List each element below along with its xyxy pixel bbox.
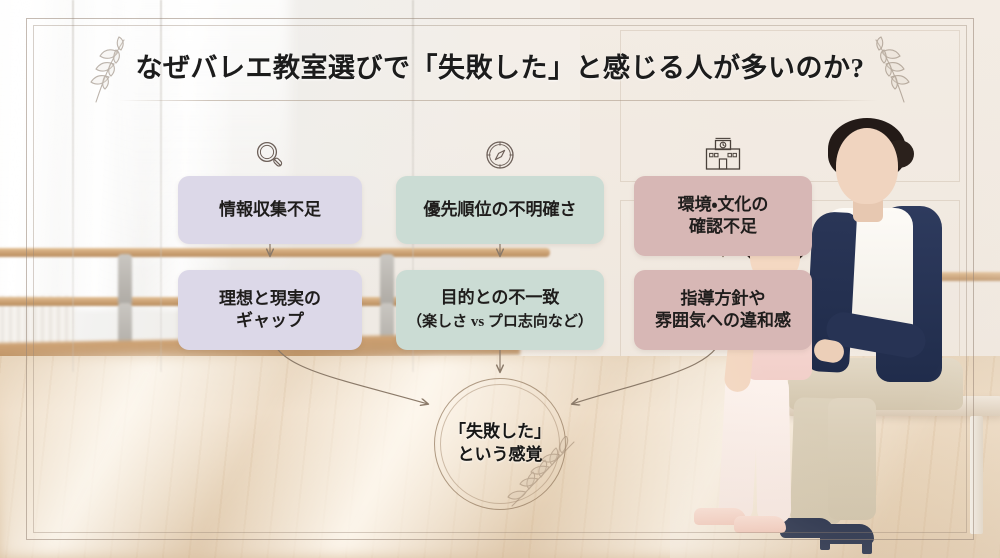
olive-branch-icon <box>875 36 910 103</box>
compass-icon <box>396 128 604 172</box>
mother-leg <box>828 398 876 520</box>
result-text: 「失敗した」 という感覚 <box>434 378 566 510</box>
node-consequence-2-line1: 目的との不一致 <box>440 288 560 308</box>
spacer <box>396 244 604 270</box>
title-container: なぜバレエ教室選びで「失敗した」と感じる人が多いのか? <box>0 46 1000 85</box>
barre-bracket <box>118 254 132 306</box>
node-consequence-2-line2: （楽しさ vs プロ志向など） <box>407 313 593 330</box>
node-consequence-3-line2: 雰囲気への違和感 <box>655 311 791 330</box>
girl-ballet-slipper <box>734 516 786 533</box>
barre-bracket <box>380 254 394 306</box>
magnifier-icon <box>178 128 362 172</box>
ballet-barre-upper <box>0 248 550 257</box>
mirror-seam <box>160 0 162 372</box>
page-title: なぜバレエ教室選びで「失敗した」と感じる人が多いのか? <box>135 53 865 83</box>
node-cause-1: 情報収集不足 <box>178 176 362 244</box>
mother-shoe-heel <box>862 538 872 554</box>
title-underline <box>118 100 878 101</box>
node-consequence-3-line1: 指導方針や <box>680 288 766 308</box>
girl-ballet-slipper <box>694 508 746 525</box>
chart-column-1: 情報収集不足 理想と現実の ギャップ <box>178 128 362 350</box>
node-consequence-1: 理想と現実の ギャップ <box>178 270 362 350</box>
node-cause-2-label: 優先順位の不明確さ <box>423 199 577 219</box>
result-line2: という感覚 <box>457 445 543 464</box>
node-cause-3-line2: 確認不足 <box>689 217 757 236</box>
node-cause-3-line1: 環境・文化の <box>677 194 769 214</box>
node-consequence-1-line1: 理想と現実の <box>219 288 321 308</box>
node-cause-1-label: 情報収集不足 <box>219 199 321 219</box>
result-line1: 「失敗した」 <box>449 422 551 442</box>
spacer <box>634 256 812 270</box>
school-building-icon <box>634 128 812 172</box>
result-circle: 「失敗した」 という感覚 <box>434 378 575 510</box>
chart-column-3: 環境・文化の 確認不足 指導方針や 雰囲気への違和感 <box>634 128 812 350</box>
node-consequence-2: 目的との不一致 （楽しさ vs プロ志向など） <box>396 270 604 350</box>
mirror-seam <box>72 0 74 372</box>
node-cause-2: 優先順位の不明確さ <box>396 176 604 244</box>
mother-face <box>836 128 898 204</box>
node-consequence-3: 指導方針や 雰囲気への違和感 <box>634 270 812 350</box>
node-cause-3: 環境・文化の 確認不足 <box>634 176 812 256</box>
spacer <box>178 244 362 270</box>
node-consequence-1-line2: ギャップ <box>236 311 304 330</box>
olive-branch-icon <box>90 36 125 103</box>
chart-column-2: 優先順位の不明確さ 目的との不一致 （楽しさ vs プロ志向など） <box>396 128 604 350</box>
